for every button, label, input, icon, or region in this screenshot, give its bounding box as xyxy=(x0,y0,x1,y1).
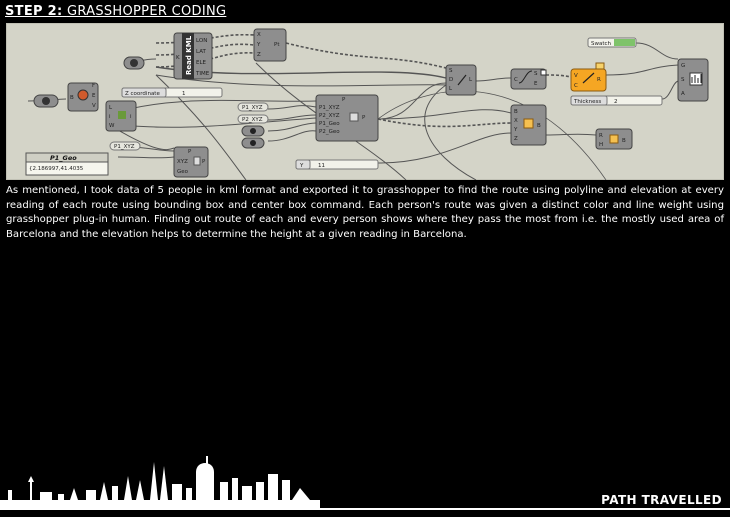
z-slider-label: Z coordinate xyxy=(125,91,160,97)
read-kml-input-k: K xyxy=(176,55,180,61)
step-title: STEP 2: GRASSHOPPER CODING xyxy=(5,4,226,19)
point-input-x: X xyxy=(257,32,261,38)
graph-mapper-component[interactable]: C S E xyxy=(510,68,547,90)
grasshopper-graph[interactable]: Read KML K LON LAT ELE TIME X Y Z Pt Z c… xyxy=(6,23,724,180)
geo-output-p: P xyxy=(202,159,206,165)
human-input-a: A xyxy=(681,91,685,97)
human-input-g: G xyxy=(681,63,685,69)
swatch-component[interactable]: Swatch xyxy=(587,37,637,48)
footer-title: PATH TRAVELLED xyxy=(601,493,722,507)
rect-input-r: R xyxy=(599,133,603,139)
point-output-pt: Pt xyxy=(274,42,280,48)
y-slider-value: 11 xyxy=(318,163,325,169)
number-param-component[interactable] xyxy=(33,94,59,108)
gradient-input-v: V xyxy=(574,73,578,79)
footer-divider xyxy=(0,508,730,510)
polyline-output-l: L xyxy=(469,77,473,83)
cluster-input-p2geo: P2_Geo xyxy=(319,129,340,135)
p1-geo-value: {2.186997,41.4035 xyxy=(29,166,84,172)
read-kml-output-lon: LON xyxy=(196,38,207,44)
construct-point-component[interactable]: X Y Z Pt xyxy=(253,28,287,62)
p1-geo-panel[interactable]: P1_Geo {2.186997,41.4035 xyxy=(25,152,109,176)
box-input-x: X xyxy=(514,118,518,124)
relay-p2-xyz[interactable]: P2_XYZ xyxy=(237,114,269,124)
polyline-input-l: L xyxy=(449,86,453,92)
cluster-input-p1xyz: P1_XYZ xyxy=(319,105,340,111)
graph-input-e: E xyxy=(534,81,538,87)
rect-output-b: B xyxy=(622,138,626,144)
point-input-y: Y xyxy=(256,42,261,48)
graph-input-c: C xyxy=(514,77,518,83)
relay-p2-label: P2_XYZ xyxy=(242,117,263,123)
box-input-y: Y xyxy=(513,127,518,133)
box-input-b: B xyxy=(514,109,518,115)
rect-input-h: H xyxy=(599,142,603,148)
gradient-output-r: R xyxy=(597,77,601,83)
read-kml-component[interactable]: Read KML K LON LAT ELE TIME xyxy=(173,32,213,80)
read-kml-output-time: TIME xyxy=(195,71,210,77)
step-heading: GRASSHOPPER CODING xyxy=(66,4,227,19)
relay-p1-label: P1_XYZ xyxy=(242,105,263,111)
file-path-param[interactable] xyxy=(123,56,145,70)
list-output-i: i xyxy=(130,114,132,120)
list-input-i: i xyxy=(109,114,111,120)
list-input-w: W xyxy=(109,123,115,129)
cluster-input-p2xyz: P2_XYZ xyxy=(319,113,340,119)
p1-geo-title: P1_Geo xyxy=(50,154,77,162)
read-kml-output-lat: LAT xyxy=(196,49,207,55)
graph-output-s: S xyxy=(534,71,538,77)
rectangle-component[interactable]: R H B xyxy=(595,128,633,150)
point-input-z: Z xyxy=(257,52,261,58)
cluster-input-p: P xyxy=(342,97,346,103)
gradient-component[interactable]: V C R xyxy=(570,62,607,92)
file-input-v: V xyxy=(92,103,96,109)
thickness-label: Thickness xyxy=(573,99,601,105)
null-param-1[interactable] xyxy=(241,125,265,137)
cluster-output-p: P xyxy=(362,115,366,121)
y-slider-label: Y xyxy=(299,163,304,169)
description-text: As mentioned, I took data of 5 people in… xyxy=(6,185,724,240)
geo-input-p: P xyxy=(188,149,192,155)
read-kml-title: Read KML xyxy=(185,35,193,75)
list-item-component[interactable]: L i W i xyxy=(105,100,137,132)
relay-p1-xyz-lower[interactable]: P1_XYZ xyxy=(109,141,141,151)
human-input-s: S xyxy=(681,77,685,83)
y-slider[interactable]: Y 11 xyxy=(295,159,379,170)
swatch-label: Swatch xyxy=(591,41,612,47)
file-output-f: F xyxy=(92,83,95,89)
read-kml-output-ele: ELE xyxy=(196,60,207,66)
null-param-2[interactable] xyxy=(241,137,265,149)
geo-component[interactable]: P XYZ Geo P xyxy=(173,146,209,178)
grasshopper-canvas[interactable]: Read KML K LON LAT ELE TIME X Y Z Pt Z c… xyxy=(6,23,724,180)
file-component[interactable]: B F E V xyxy=(67,82,99,112)
box-input-z: Z xyxy=(514,136,518,142)
file-input-e: E xyxy=(92,93,96,99)
z-coordinate-slider[interactable]: Z coordinate 1 xyxy=(121,87,223,98)
polyline-input-d: D xyxy=(449,77,453,83)
cluster-component[interactable]: P P1_XYZ P2_XYZ P1_Geo P2_Geo P xyxy=(315,94,379,142)
gradient-input-c: C xyxy=(574,83,578,89)
list-input-l: L xyxy=(109,105,113,111)
geo-input-geo: Geo xyxy=(177,169,189,175)
box-output-b: B xyxy=(537,123,541,129)
step-label: STEP 2: xyxy=(5,4,63,19)
human-preview-component[interactable]: G S A xyxy=(677,58,709,102)
wires xyxy=(27,33,679,180)
barcelona-skyline-image xyxy=(0,456,320,508)
polyline-component[interactable]: S D L L xyxy=(445,64,477,96)
geo-input-xyz: XYZ xyxy=(177,159,188,165)
thickness-slider[interactable]: Thickness 2 xyxy=(570,95,663,106)
relay-p1-lower-label: P1_XYZ xyxy=(114,144,135,150)
thickness-value: 2 xyxy=(614,99,618,105)
box-component[interactable]: B X Y Z B xyxy=(510,104,547,146)
polyline-input-s: S xyxy=(449,68,453,74)
z-slider-value: 1 xyxy=(182,91,186,97)
file-input-b: B xyxy=(70,95,74,101)
cluster-input-p1geo: P1_Geo xyxy=(319,121,340,127)
relay-p1-xyz[interactable]: P1_XYZ xyxy=(237,102,269,112)
